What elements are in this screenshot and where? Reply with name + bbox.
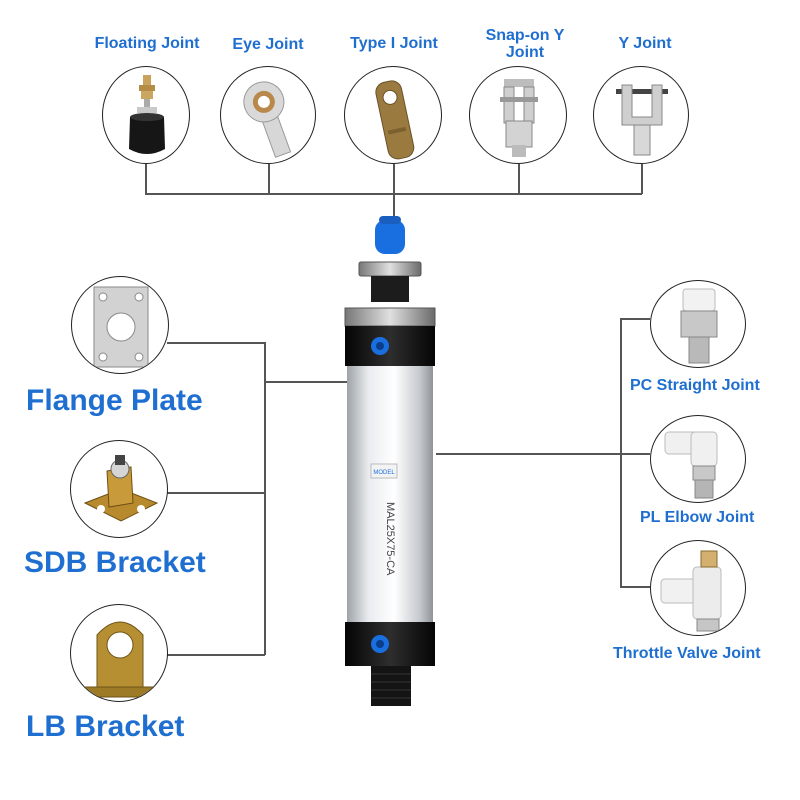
floating-joint-icon: [102, 66, 190, 164]
right-connector-to-cylinder: [436, 453, 621, 455]
pc-straight-joint-icon: [650, 280, 746, 368]
left-connector-1: [167, 342, 265, 344]
snap-on-y-joint-icon: [469, 66, 567, 164]
type-i-joint-label: Type I Joint: [350, 35, 438, 52]
top-connector-drop-5: [641, 164, 643, 194]
top-connector-stem: [393, 193, 395, 221]
model-tag-text: MODEL: [373, 470, 395, 476]
model-number-text: MAL25X75-CA: [384, 502, 396, 576]
floating-joint-label: Floating Joint: [94, 35, 200, 52]
lb-bracket-label: LB Bracket: [26, 710, 185, 743]
left-connector-to-cylinder: [264, 381, 347, 383]
pc-straight-joint-label: PC Straight Joint: [630, 377, 760, 394]
top-connector-drop-2: [268, 164, 270, 194]
y-joint-label: Y Joint: [618, 35, 672, 52]
top-connector-drop-4: [518, 164, 520, 194]
sdb-bracket-icon: [70, 440, 168, 538]
right-connector-2: [620, 453, 650, 455]
left-connector-vertical: [264, 342, 266, 655]
throttle-valve-joint-label: Throttle Valve Joint: [613, 645, 761, 662]
left-connector-3: [167, 654, 265, 656]
pl-elbow-joint-icon: [650, 415, 746, 503]
flange-plate-icon: [71, 276, 169, 374]
throttle-valve-joint-icon: [650, 540, 746, 636]
y-joint-icon: [593, 66, 689, 164]
top-connector-drop-3: [393, 164, 395, 194]
lb-bracket-icon: [70, 604, 168, 702]
eye-joint-icon: [220, 66, 316, 164]
right-connector-1: [620, 318, 650, 320]
pneumatic-cylinder: MODEL MAL25X75-CA: [335, 212, 445, 712]
right-connector-vertical: [620, 318, 622, 586]
sdb-bracket-label: SDB Bracket: [24, 546, 206, 579]
top-connector-drop-1: [145, 164, 147, 194]
pl-elbow-joint-label: PL Elbow Joint: [640, 509, 755, 526]
eye-joint-label: Eye Joint: [232, 36, 304, 53]
right-connector-3: [620, 586, 650, 588]
snap-on-y-joint-label: Snap-on Y Joint: [485, 27, 565, 61]
type-i-joint-icon: [344, 66, 442, 164]
left-connector-2: [167, 492, 265, 494]
flange-plate-label: Flange Plate: [26, 384, 203, 417]
